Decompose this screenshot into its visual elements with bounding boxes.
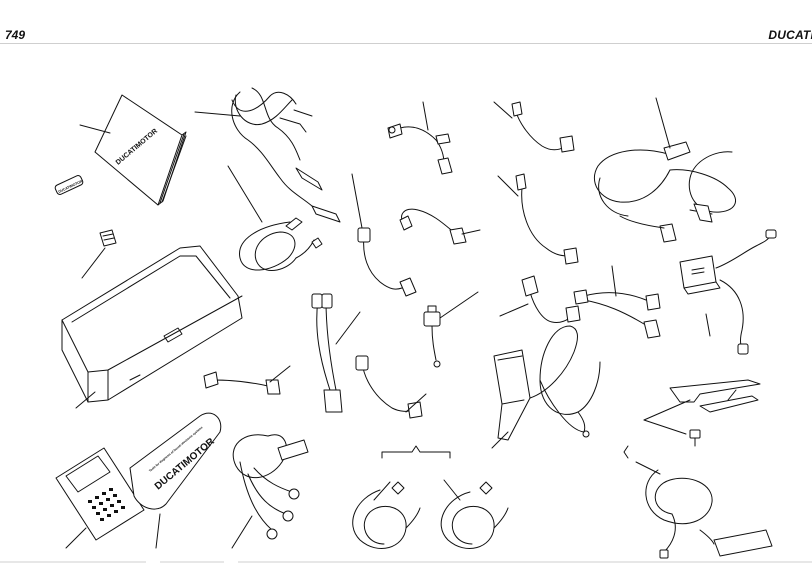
key-tag-icon: DUCATIMOTOR xyxy=(54,175,83,195)
short-lead-icon xyxy=(399,208,467,245)
coiled-cable-bottom-right-icon xyxy=(645,469,773,559)
adapter-cable-top-icon xyxy=(387,123,453,175)
adapter-pair-icon xyxy=(521,275,581,323)
header-rule xyxy=(0,43,812,44)
y-cable-left-icon xyxy=(311,293,343,413)
coiled-cable-bottom-right-pair-icon xyxy=(440,481,509,549)
pouch-icon: DUCATIMOTOR Tools for diagnosis of Ducat… xyxy=(129,412,222,510)
cable-right-middle-icon xyxy=(515,173,579,265)
cable-right-top-icon xyxy=(511,101,575,153)
center-adapter-cable-icon xyxy=(355,355,423,419)
page-number: 749 xyxy=(5,28,26,42)
battery-clamp-cable-icon xyxy=(231,87,341,223)
coiled-cable-bottom-left-icon xyxy=(352,481,421,549)
cable-bundle-icon xyxy=(232,434,309,540)
coiled-cable-top-right-icon xyxy=(593,141,736,243)
coiled-cable-left-icon xyxy=(239,217,323,272)
adapter-cable-with-connector-icon xyxy=(357,227,417,297)
dual-screw-cable-icon xyxy=(573,289,661,339)
diagnostic-kit-illustration: DUCATIMOTOR DUCATIMOTOR xyxy=(0,87,812,563)
inductive-clamp-icon xyxy=(493,325,601,441)
manual-booklet-icon: DUCATIMOTOR xyxy=(94,94,187,206)
special-tools-icon xyxy=(669,379,761,447)
brand-name: DUCATI xyxy=(768,28,812,42)
tester-box-icon xyxy=(679,229,777,355)
small-plug-icon xyxy=(423,305,441,368)
tool-case-icon xyxy=(61,245,243,403)
handheld-tester-icon xyxy=(55,447,145,541)
connector-cap-icon xyxy=(99,229,117,247)
page-header: 749 DUCATI xyxy=(0,0,812,44)
short-adapter-icon xyxy=(203,371,281,395)
